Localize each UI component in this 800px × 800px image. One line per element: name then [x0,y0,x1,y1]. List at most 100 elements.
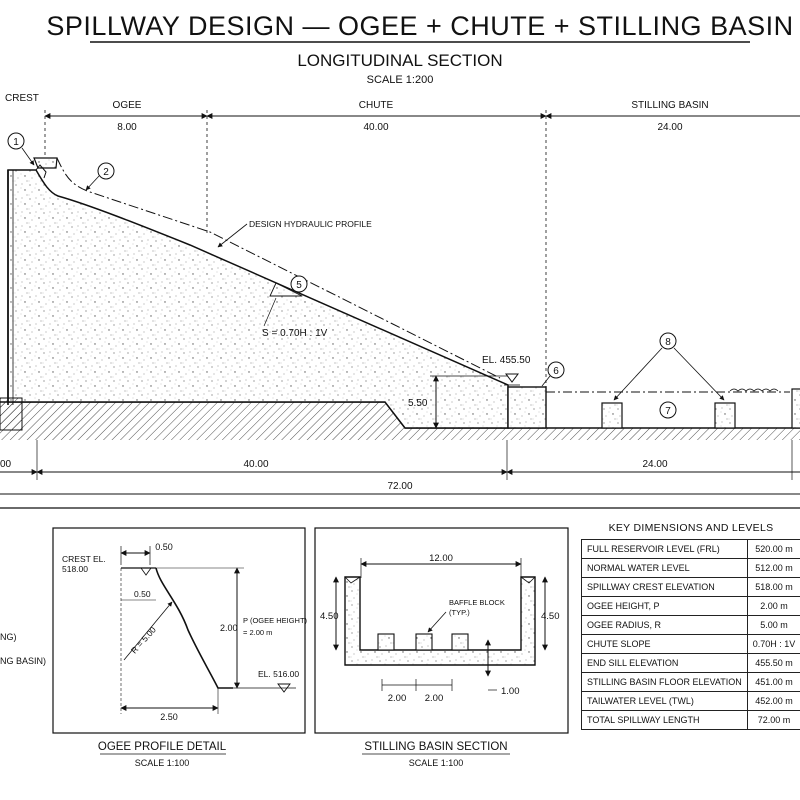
end-sill [507,386,547,429]
key-table-title: KEY DIMENSIONS AND LEVELS [608,522,774,534]
crest-shape [35,164,47,179]
ogee-detail-scale: SCALE 1:100 [135,758,190,768]
baffle-block-2 [714,402,736,429]
callout-8-num: 8 [665,337,671,348]
callout-6-num: 6 [553,366,559,377]
sill-height-dim: 5.50 [408,398,428,409]
slope-triangle [269,282,303,297]
zone-dim-basin: 24.00 [657,122,682,133]
callout-6: 6 [541,361,565,387]
param-cell: OGEE HEIGHT, P [581,596,748,616]
basin-u-channel [344,576,536,666]
basin-floor-label: 1.00 [501,686,520,697]
ogee-crest-mark [140,567,152,576]
ground-hatch [0,402,800,440]
table-row: TAILWATER LEVEL (TWL)452.00 m [581,691,800,711]
bottom-dim-total-label: 72.00 [387,481,412,492]
basin-section-title: STILLING BASIN SECTION [364,741,507,753]
param-cell: SPILLWAY CREST ELEVATION [581,577,748,597]
profile-leader [217,223,248,248]
param-cell: FULL RESERVOIR LEVEL (FRL) [581,539,748,559]
profile-label: DESIGN HYDRAULIC PROFILE [249,219,372,229]
param-cell: CHUTE SLOPE [581,634,748,654]
param-cell: STILLING BASIN FLOOR ELEVATION [581,672,748,692]
slope-leader [263,297,277,327]
value-cell: 520.00 m [746,539,800,559]
basin-right-wall-top [520,576,536,584]
callout-1: 1 [7,132,35,166]
zone-dim-chute: 40.00 [363,122,388,133]
basin-baffle-1 [377,633,395,651]
ogee-base-label: 2.50 [160,712,178,722]
ogee-p-label-1: P (OGEE HEIGHT) [243,616,308,625]
value-cell: 0.70H : 1V [746,634,800,654]
basin-wall-left-label: 4.50 [320,611,339,622]
param-cell: OGEE RADIUS, R [581,615,748,635]
zone-dim-ogee: 8.00 [117,122,137,133]
value-cell: 518.00 m [746,577,800,597]
ogee-radius-label: R = 5.00 [129,625,158,656]
crest-label: CREST [5,93,39,104]
callout-7-num: 7 [665,406,671,417]
baffle-leader [427,611,447,633]
param-cell: END SILL ELEVATION [581,653,748,673]
section-title: LONGITUDINAL SECTION [297,51,502,70]
baffle-label-2: (TYP.) [449,608,470,617]
hydraulic-profile-line [56,157,501,379]
sill-el-label: EL. 455.50 [482,355,531,366]
ogee-radius-line [123,601,173,661]
callout-2: 2 [85,162,115,191]
zone-label-ogee: OGEE [113,100,142,111]
ogee-detail-title: OGEE PROFILE DETAIL [98,741,227,753]
crest-block [33,157,58,169]
bottom-dim-basin-label: 24.00 [642,459,667,470]
ogee-profile-curve [155,567,233,689]
value-cell: 451.00 m [746,672,800,692]
basin-section-scale: SCALE 1:100 [409,758,464,768]
ogee-height-label: 2.00 [220,623,238,633]
upstream-footing [0,397,23,431]
zone-label-chute: CHUTE [359,100,394,111]
value-cell: 512.00 m [746,558,800,578]
baffle-label-1: BAFFLE BLOCK [449,598,505,607]
param-cell: NORMAL WATER LEVEL [581,558,748,578]
callout-5-num: 5 [296,280,302,291]
callout-1-num: 1 [13,137,19,148]
callout-5: 5 [290,275,308,293]
value-cell: 2.00 m [746,596,800,616]
basin-baffle-3 [451,633,469,651]
basin-spacing-2: 2.00 [425,693,444,704]
param-cell: TOTAL SPILLWAY LENGTH [581,710,748,730]
value-cell: 72.00 m [746,710,800,730]
basin-spacing-1: 2.00 [388,693,407,704]
basin-baffle-2 [415,633,433,651]
spillway-body [7,169,509,429]
bottom-dim-left-label: 00 [0,459,12,470]
section-scale: SCALE 1:200 [367,74,434,86]
value-cell: 455.50 m [746,653,800,673]
legend-partial-1: NG) [0,632,17,642]
ogee-inner-dim: 0.50 [134,589,151,599]
tailwater-wave [729,388,779,392]
callout-8: 8 [613,332,725,401]
ogee-detail-frame [52,527,306,734]
downstream-sill [791,388,800,429]
legend-partial-2: NG BASIN) [0,656,46,666]
slope-label: S = 0.70H : 1V [262,328,328,339]
basin-width-label: 12.00 [429,553,453,564]
table-row: FULL RESERVOIR LEVEL (FRL)520.00 m [581,539,800,559]
sheet-title: SPILLWAY DESIGN — OGEE + CHUTE + STILLIN… [46,11,793,41]
bottom-dim-chute-label: 40.00 [243,459,268,470]
basin-section-frame [314,527,569,734]
ogee-p-label-2: = 2.00 m [243,628,272,637]
